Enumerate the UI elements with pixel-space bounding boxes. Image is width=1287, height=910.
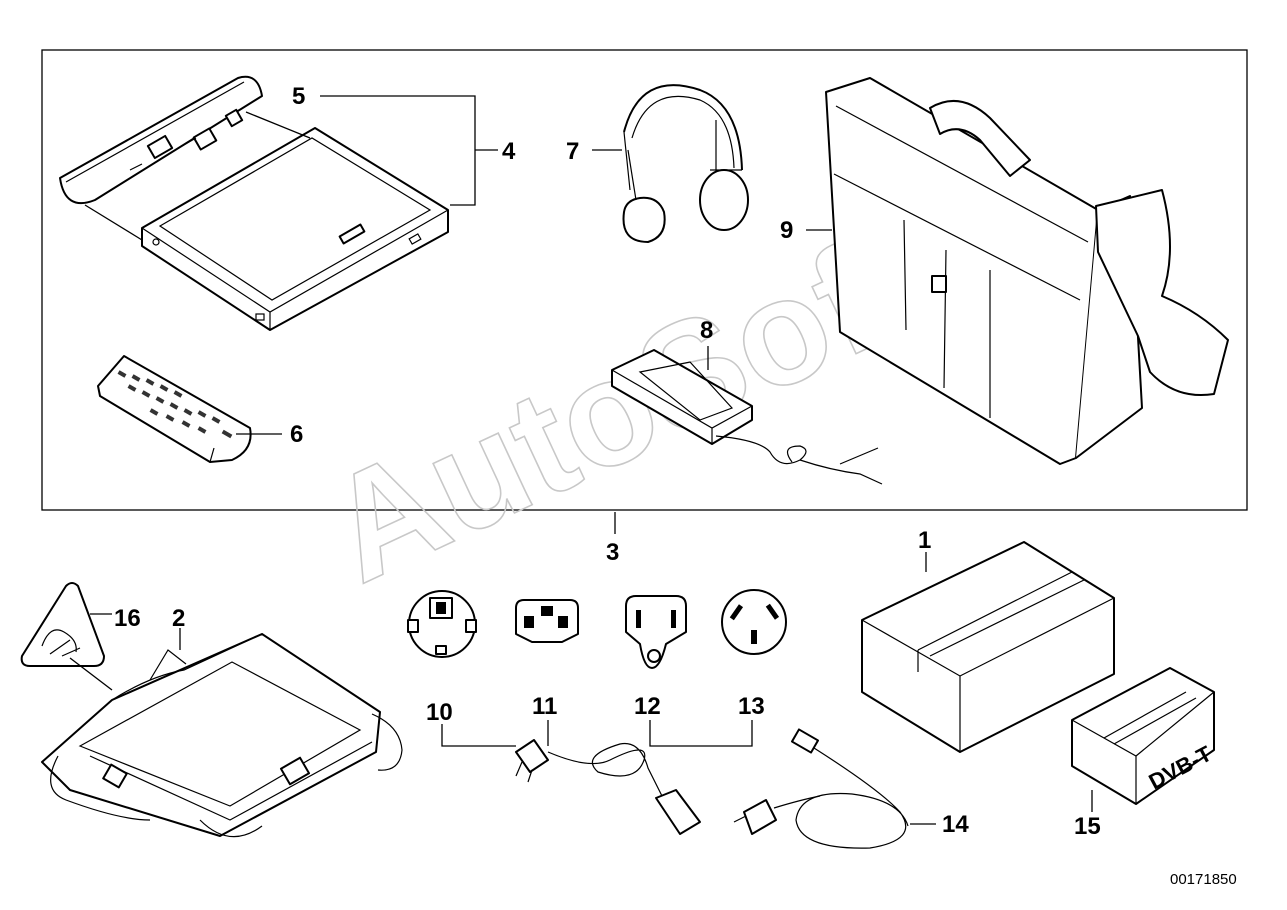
callout-14: 14: [942, 811, 969, 838]
plug-adapter-10: [407, 590, 477, 658]
drawing-code: 00171850: [1170, 871, 1237, 888]
callout-15: 15: [1074, 813, 1101, 840]
plug-adapter-12: [625, 595, 687, 669]
power-supply: [611, 349, 883, 485]
callout-9: 9: [780, 217, 793, 244]
antenna-cable: [733, 728, 909, 849]
callout-12: 12: [634, 693, 661, 720]
callout-2: 2: [172, 605, 185, 632]
plug-adapter-13: [721, 589, 787, 655]
callout-3: 3: [606, 539, 619, 566]
callout-1: 1: [918, 527, 931, 554]
remote-control: [97, 355, 252, 463]
callout-10: 10: [426, 699, 453, 726]
battery-pack: [59, 75, 263, 205]
callout-11: 11: [532, 693, 557, 720]
headphones: [622, 84, 749, 243]
callout-5: 5: [292, 83, 305, 110]
shipping-box: [861, 541, 1115, 753]
plug-adapter-11: [515, 599, 579, 643]
callout-8: 8: [700, 317, 713, 344]
callout-13: 13: [738, 693, 765, 720]
callout-6: 6: [290, 421, 303, 448]
mounting-holder: [41, 633, 403, 838]
callout-7: 7: [566, 138, 579, 165]
callout-16: 16: [114, 605, 141, 632]
kit-frame: [41, 49, 1248, 511]
dvb-box: DVB-T: [1071, 667, 1216, 805]
dvd-player: [141, 127, 449, 331]
warning-label: [20, 582, 105, 667]
callout-4: 4: [502, 138, 516, 165]
power-cord: [515, 739, 701, 835]
carry-bag: [825, 77, 1229, 465]
